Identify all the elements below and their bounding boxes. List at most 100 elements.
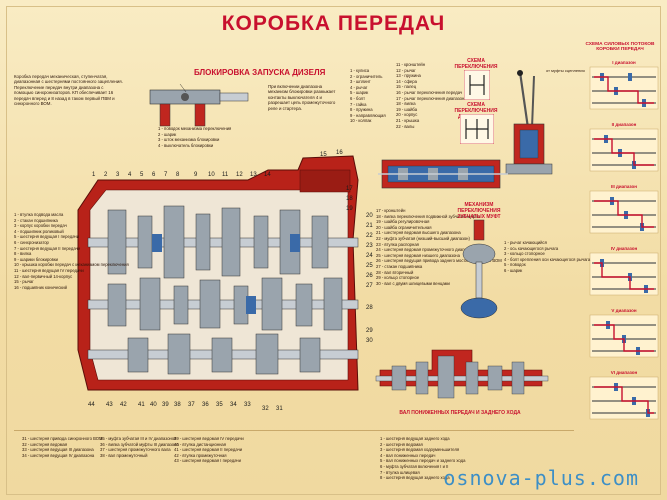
callout-number: 5 — [140, 172, 144, 178]
bottom-legend-item: 31 - шестерня привода синхронного ВОМ — [22, 436, 103, 441]
power-flow-schematic — [589, 128, 659, 172]
callout-number: 20 — [366, 213, 373, 219]
bottom-legend-item: 42 - втулка промежуточная — [174, 452, 227, 458]
callout-number: 39 — [162, 402, 169, 408]
sync-legend-item: 2 - ось качающегося рычага — [504, 245, 559, 251]
bottom-legend-item: 40 - втулка дистанционная — [174, 441, 227, 447]
callout-number: 8 — [176, 172, 180, 178]
right-legend-item: 30 - вал с двумя шлицевыми венцами — [376, 280, 450, 286]
bottom-legend-item: 34 - шестерня ведущая IV диапазона — [22, 452, 95, 458]
gearbox-cutaway — [77, 155, 359, 391]
callout-number: 35 — [216, 402, 223, 408]
shift-lever-assembly — [505, 70, 553, 175]
lever-legend-item: 19 - шайба — [396, 106, 418, 112]
callout-number: 29 — [366, 328, 373, 334]
right-legend-item: 19 - шайба регулировочная — [376, 219, 430, 225]
callout-number: 42 — [120, 402, 127, 408]
reduction-legend-item: 6 - муфта зубчатая включения I и II — [380, 463, 449, 469]
main-legend-item: 9 - шарики блокировки — [14, 256, 58, 262]
callout-number: 40 — [150, 402, 157, 408]
main-legend-item: 15 - рычаг — [14, 279, 34, 285]
bottom-legend-item: 38 - вал промежуточный — [100, 452, 148, 458]
callout-number: 10 — [208, 172, 215, 178]
lever-legend-item: 17 - рычаг переключения диапазонов — [396, 95, 469, 101]
callout-number: 2 — [104, 172, 108, 178]
callout-number: 14 — [264, 172, 271, 178]
power-flow-schematic — [589, 314, 659, 358]
gear-shift-pattern — [464, 70, 490, 100]
lever-legend-item: 10 - колпак — [350, 118, 372, 124]
main-legend-item: 5 - шестерня ведущая I передачи — [14, 234, 79, 240]
lever-legend-item: 2 - ограничитель — [350, 73, 383, 79]
callout-number: 31 — [276, 406, 283, 412]
intro-text: Коробка передач механическая, ступенчата… — [14, 74, 123, 107]
callout-number: 44 — [88, 402, 95, 408]
right-legend-item: 20 - шайба ограничительная — [376, 224, 432, 230]
sync-legend-item: 1 - рычаг качающийся — [504, 240, 547, 245]
bottom-legend-mid: 35 - муфта зубчатая III и IV диапазонов … — [100, 436, 182, 458]
lever-legend-item: 5 - шарик — [350, 90, 369, 96]
callout-number: 4 — [128, 172, 132, 178]
start-lock-legend-item: 3 - шток механизма блокировки — [158, 137, 220, 143]
callout-number: 1 — [92, 172, 96, 178]
lever-legend-item: 3 - шплинт — [350, 79, 371, 85]
start-lock-legend-item: 2 - шарик — [158, 131, 177, 137]
callout-number: 9 — [194, 172, 198, 178]
callout-number: 19 — [346, 206, 353, 212]
lever-legend-item: 16 - рычаг переключения передач — [396, 89, 463, 95]
callout-number: 38 — [174, 402, 181, 408]
lever-legend-item: 15 - палец — [396, 84, 417, 90]
power-flow-label: II диапазон — [611, 122, 637, 127]
lever-legend-item: 11 - кронштейн — [396, 62, 426, 67]
callout-number: 11 — [222, 172, 229, 178]
callout-number: 12 — [236, 172, 243, 178]
callout-number: 15 — [320, 152, 327, 158]
power-flow-label: IV диапазон — [610, 246, 638, 251]
callout-number: 25 — [366, 263, 373, 269]
start-lock-legend-item: 1 - поводок механизма переключения — [158, 126, 232, 131]
callout-number: 30 — [366, 338, 373, 344]
range-shift-pattern — [460, 114, 494, 144]
power-flow-diagram: IV диапазон — [588, 246, 660, 304]
bottom-legend-item: 41 - шестерня ведомая II передачи — [174, 447, 243, 453]
bottom-legend-item: 37 - шестерня промежуточного вала — [100, 447, 171, 453]
bottom-legend-item: 35 - муфта зубчатая III и IV диапазонов — [100, 436, 177, 441]
sync-legend-item: 4 - болт крепления оси качающегося рычаг… — [504, 256, 591, 262]
main-legend-item: 4 - подшипник роликовый — [14, 228, 64, 234]
right-legend-item: 25 - шестерня ведомая низшего диапазона — [376, 252, 460, 258]
right-legend-item: 24 - шестерня ведомая промежуточного диа… — [376, 247, 476, 253]
bottom-legend-item: 33 - шестерня ведущая III диапазона — [22, 447, 94, 453]
main-legend-item: 6 - синхронизатор — [14, 239, 49, 245]
lever-legend-item: 14 - сфера — [396, 78, 417, 84]
lever-legend-item: 13 - пружина — [396, 73, 421, 79]
bottom-legend-item: 36 - вилка зубчатой муфты III диапазона — [100, 441, 179, 447]
reduction-legend-item: 7 - втулка шлицевая — [380, 469, 420, 475]
sync-legend-item: 6 - шарик — [504, 267, 523, 273]
callout-number: 17 — [346, 186, 353, 192]
power-flow-diagram: II диапазон — [588, 122, 660, 180]
right-legend-item: 28 - вал вторичный — [376, 269, 414, 275]
reduction-shaft-diagram — [375, 349, 549, 399]
callout-number: 18 — [346, 196, 353, 202]
bottom-legend-mid2: 39 - шестерня ведомая IV передачи 40 - в… — [174, 436, 260, 464]
lever-cutaway-diagram — [378, 159, 508, 189]
lever-legend: 1 - кулиса 2 - ограничитель 3 - шплинт 4… — [350, 68, 386, 124]
power-flow-label: III диапазон — [611, 184, 637, 189]
callout-number: 36 — [202, 402, 209, 408]
callout-number: 41 — [138, 402, 145, 408]
callout-number: 13 — [250, 172, 257, 178]
bottom-legend-item: 43 - шестерня ведомая I передачи — [174, 458, 241, 464]
lever-legend-2: 11 - кронштейн 12 - рычаг 13 - пружина 1… — [396, 62, 469, 129]
power-flow-title: СХЕМА СИЛОВЫХ ПОТОКОВ КОРОБКИ ПЕРЕДАЧ — [585, 42, 655, 52]
right-legend-item: 18 - вилка переключения подвижной зубчат… — [376, 213, 481, 219]
reduction-legend-item: 3 - шестерня ведомая ходоуменьшителя — [380, 447, 460, 453]
callout-number: 24 — [366, 253, 373, 259]
start-lock-title: БЛОКИРОВКА ЗАПУСКА ДИЗЕЛЯ — [194, 68, 326, 77]
callout-number: 32 — [262, 406, 269, 412]
right-legend-item: 26 - шестерня ведущая привода заднего мо… — [376, 258, 502, 264]
reduction-legend-item: 8 - шестерня ведущая заднего хода — [380, 475, 450, 481]
reduction-legend-item: 1 - шестерня ведущая заднего хода — [380, 436, 450, 441]
sync-mechanism-title: МЕХАНИЗМ ПЕРЕКЛЮЧЕНИЯ ЗУБЧАТЫХ МУФТ — [457, 202, 501, 220]
bottom-divider — [14, 430, 574, 431]
main-legend-item: 1 - втулка подвода масла — [14, 212, 64, 217]
